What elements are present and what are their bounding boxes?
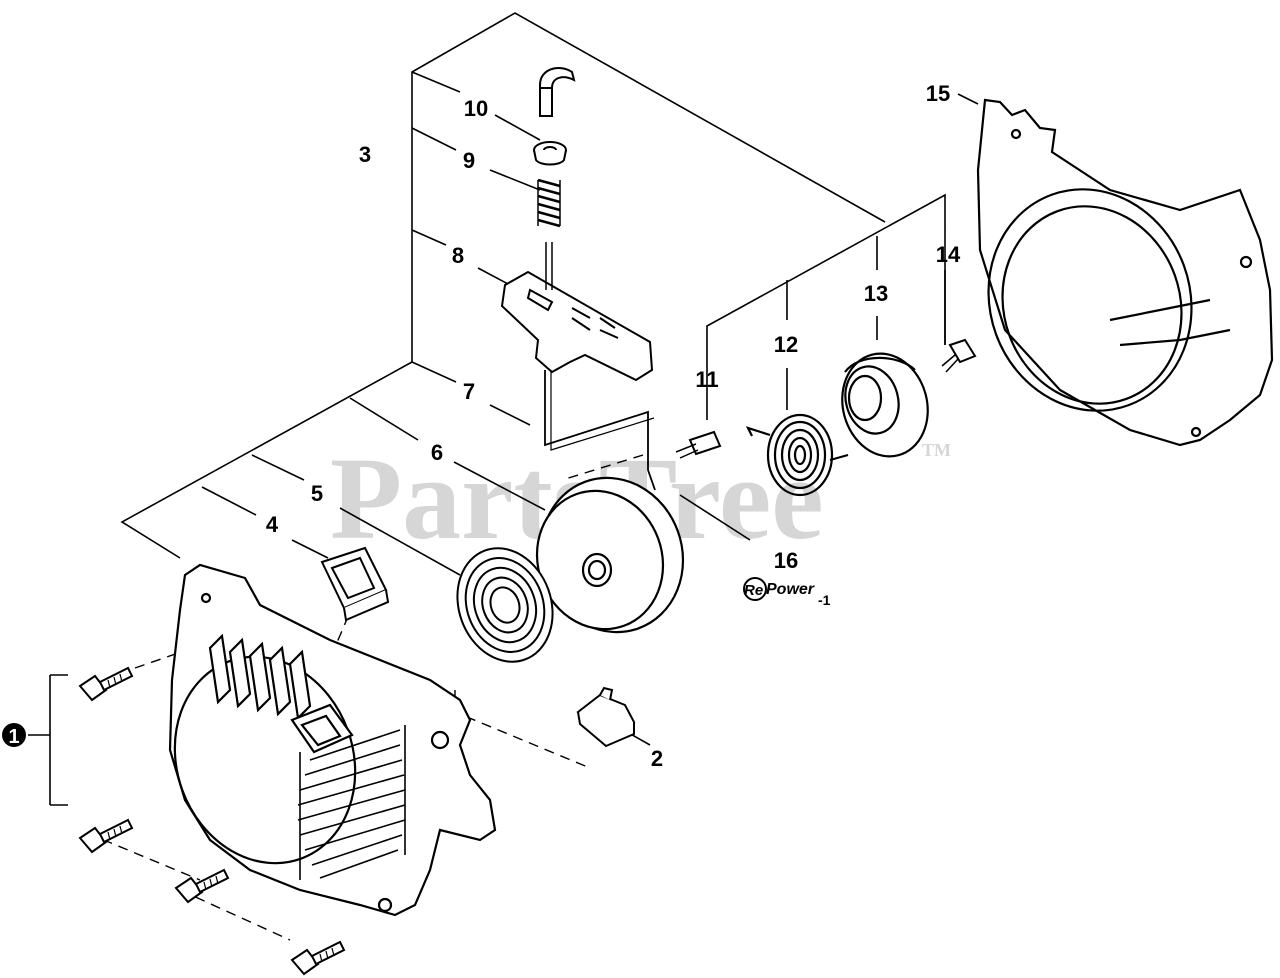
callout-8: 8	[452, 243, 464, 268]
part-11-screw	[675, 430, 722, 459]
callout-16: 16	[774, 548, 798, 573]
part-13-hub	[841, 352, 929, 458]
callout-2: 2	[651, 746, 663, 771]
callout-1: 1	[8, 726, 19, 748]
screw-1d	[290, 940, 346, 976]
part-5-spring	[456, 547, 554, 663]
callout-13: 13	[864, 281, 888, 306]
leader-4	[201, 486, 329, 559]
callout-3: 3	[359, 142, 371, 167]
callout-4: 4	[266, 512, 279, 537]
callout-10: 10	[464, 96, 488, 121]
bracket-3	[411, 12, 886, 362]
leader-16	[679, 494, 751, 541]
bracket-1	[28, 674, 68, 806]
callout-9: 9	[463, 148, 475, 173]
watermark-trademark: TM	[922, 440, 951, 460]
repower-logo-prefix: Re	[744, 582, 763, 599]
callout-14: 14	[936, 242, 961, 267]
part-9-spring	[537, 178, 561, 228]
callout-15: 15	[926, 81, 950, 106]
part-12-spring	[745, 413, 849, 497]
part-1-screws	[78, 666, 346, 976]
screw-1a	[78, 666, 134, 702]
repower-logo-mark	[743, 577, 767, 601]
part-10-rod	[539, 67, 576, 117]
bracket-7	[120, 361, 413, 559]
repower-logo: Re Power -1	[743, 577, 831, 608]
assembly-lines	[28, 12, 979, 806]
part-8-handle	[500, 242, 654, 382]
part-1-starter-case	[168, 563, 497, 917]
leader-8	[411, 229, 511, 286]
callout-1-circle	[2, 723, 26, 747]
leader-6	[349, 397, 546, 511]
starter-rope	[544, 370, 656, 491]
part-4-bushing	[320, 546, 390, 622]
leader-15	[957, 93, 979, 105]
part-14-bolt	[941, 338, 977, 373]
screw-1b	[78, 818, 134, 854]
repower-logo-suffix: -1	[818, 592, 831, 608]
leader-5	[251, 454, 461, 576]
part-6-pulley	[535, 476, 685, 634]
leader-9	[411, 127, 541, 191]
leader-7	[411, 361, 531, 426]
callout-11: 11	[695, 367, 718, 392]
part-15-housing	[976, 98, 1274, 447]
callout-6: 6	[431, 440, 443, 465]
callout-5: 5	[311, 481, 323, 506]
leader-10	[411, 71, 541, 141]
callout-7: 7	[463, 379, 475, 404]
callout-labels: 1 2 3 4 5 6 7 8 9 10 11 12 13 14 15 16	[8, 81, 961, 771]
screw-1c	[174, 868, 230, 904]
part-9-washer	[533, 141, 567, 166]
callout-12: 12	[774, 332, 798, 357]
part-2-clip	[576, 686, 636, 748]
repower-logo-word: Power	[766, 581, 815, 598]
